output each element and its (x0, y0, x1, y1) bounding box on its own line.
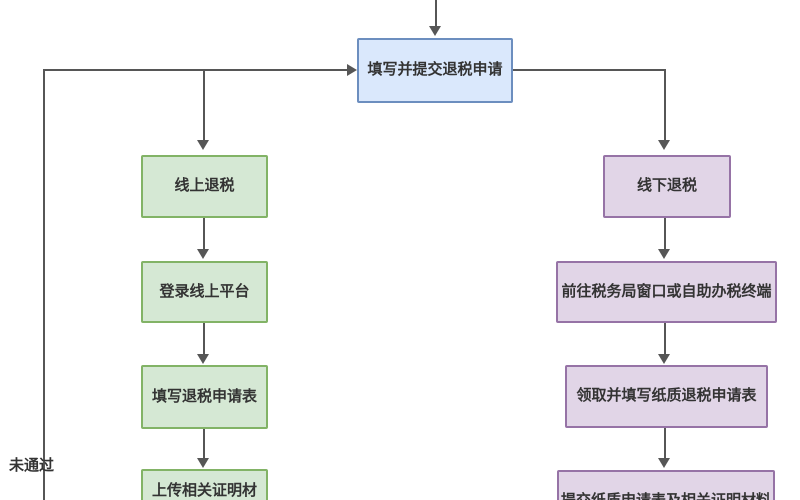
submit-paper-materials-label: 提交纸质申请表及相关证明材料 (561, 492, 771, 500)
submit-application-label: 填写并提交退税申请 (367, 61, 503, 79)
offline-connector-3 (664, 428, 666, 458)
offline-connector-2-arrowhead-icon (658, 354, 670, 364)
feedback-line-vertical (43, 69, 45, 500)
online-connector-1-arrowhead-icon (197, 249, 209, 259)
feedback-line-horizontal (43, 69, 347, 71)
login-platform-node: 登录线上平台 (141, 261, 268, 323)
online-refund-node: 线上退税 (141, 155, 268, 218)
offline-connector-3-arrowhead-icon (658, 458, 670, 468)
offline-refund-label: 线下退税 (636, 177, 697, 195)
offline-refund-node: 线下退税 (603, 155, 731, 218)
online-branch-connector (203, 70, 205, 140)
offline-connector-1 (664, 218, 666, 249)
paper-form-node: 领取并填写纸质退税申请表 (565, 365, 768, 428)
online-connector-3 (203, 429, 205, 458)
offline-branch-horizontal (513, 69, 666, 71)
online-connector-3-arrowhead-icon (197, 458, 209, 468)
feedback-not-passed-label: 未通过 (9, 457, 55, 474)
fill-refund-form-node: 填写退税申请表 (141, 365, 268, 429)
online-branch-arrowhead-icon (197, 140, 209, 150)
tax-bureau-terminal-label: 前往税务局窗口或自助办税终端 (561, 282, 772, 300)
online-connector-1 (203, 218, 205, 249)
offline-connector-2 (664, 323, 666, 354)
top-entry-arrowhead-icon (429, 26, 441, 36)
tax-bureau-terminal-node: 前往税务局窗口或自助办税终端 (556, 261, 777, 323)
upload-materials-label: 上传相关证明材料 (151, 481, 257, 499)
submit-application-node: 填写并提交退税申请 (357, 38, 513, 103)
top-entry-line (435, 0, 437, 26)
paper-form-label: 领取并填写纸质退税申请表 (576, 387, 757, 405)
upload-materials-node: 上传相关证明材料 (141, 469, 268, 500)
online-refund-label: 线上退税 (174, 177, 235, 195)
fill-refund-form-label: 填写退税申请表 (151, 387, 257, 405)
offline-branch-arrowhead-icon (658, 140, 670, 150)
online-connector-2 (203, 323, 205, 354)
submit-paper-materials-node: 提交纸质申请表及相关证明材料 (557, 470, 775, 500)
online-connector-2-arrowhead-icon (197, 354, 209, 364)
offline-branch-connector (664, 69, 666, 140)
offline-connector-1-arrowhead-icon (658, 249, 670, 259)
login-platform-label: 登录线上平台 (159, 282, 250, 300)
feedback-arrowhead-icon (347, 64, 357, 76)
